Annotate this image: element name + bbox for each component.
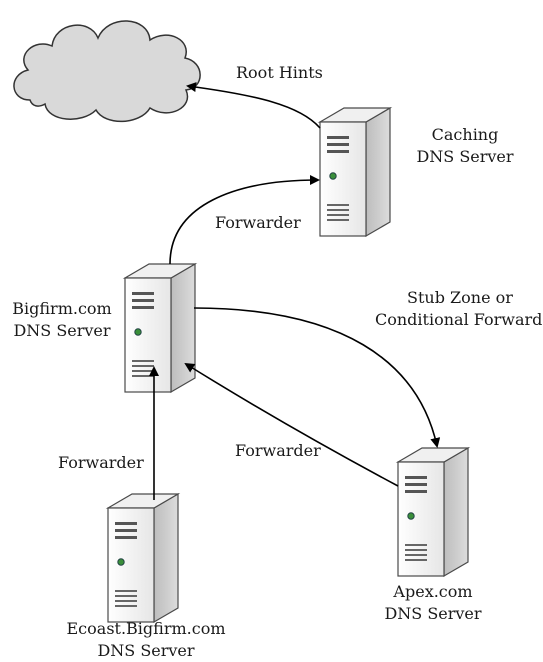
stub-zone-label-line1: Stub Zone or <box>407 288 513 307</box>
apex-server-icon <box>397 447 469 577</box>
bigfirm-label-line1: Bigfirm.com <box>12 299 112 318</box>
apex-to-bigfirm-label: Forwarder <box>235 441 321 460</box>
root-hints-label: Root Hints <box>236 63 323 82</box>
cloud-icon <box>13 20 201 123</box>
ecoast-label-line1: Ecoast.Bigfirm.com <box>66 619 226 638</box>
apex-to-bigfirm-arrow <box>184 362 399 487</box>
root-hints-arrow <box>186 82 321 129</box>
ecoast-server-icon <box>107 493 179 623</box>
ecoast-label-line2: DNS Server <box>97 641 195 660</box>
apex-server-label: Apex.com DNS Server <box>373 581 493 625</box>
caching-server-icon <box>319 107 391 237</box>
stub-zone-arrow <box>193 307 441 448</box>
caching-label-line1: Caching <box>431 125 499 144</box>
ecoast-server-label: Ecoast.Bigfirm.com DNS Server <box>46 618 246 662</box>
apex-label-line1: Apex.com <box>393 582 473 601</box>
stub-zone-label: Stub Zone or Conditional Forwarder <box>375 287 543 331</box>
ecoast-to-bigfirm-label: Forwarder <box>58 453 144 472</box>
bigfirm-server-label: Bigfirm.com DNS Server <box>6 298 118 342</box>
caching-server-label: Caching DNS Server <box>405 124 525 168</box>
caching-label-line2: DNS Server <box>416 147 514 166</box>
bigfirm-to-caching-label: Forwarder <box>215 213 301 232</box>
apex-label-line2: DNS Server <box>384 604 482 623</box>
bigfirm-to-caching-arrow <box>169 175 320 265</box>
bigfirm-label-line2: DNS Server <box>13 321 111 340</box>
bigfirm-server-icon <box>124 263 196 393</box>
stub-zone-label-line2: Conditional Forwarder <box>375 310 543 329</box>
